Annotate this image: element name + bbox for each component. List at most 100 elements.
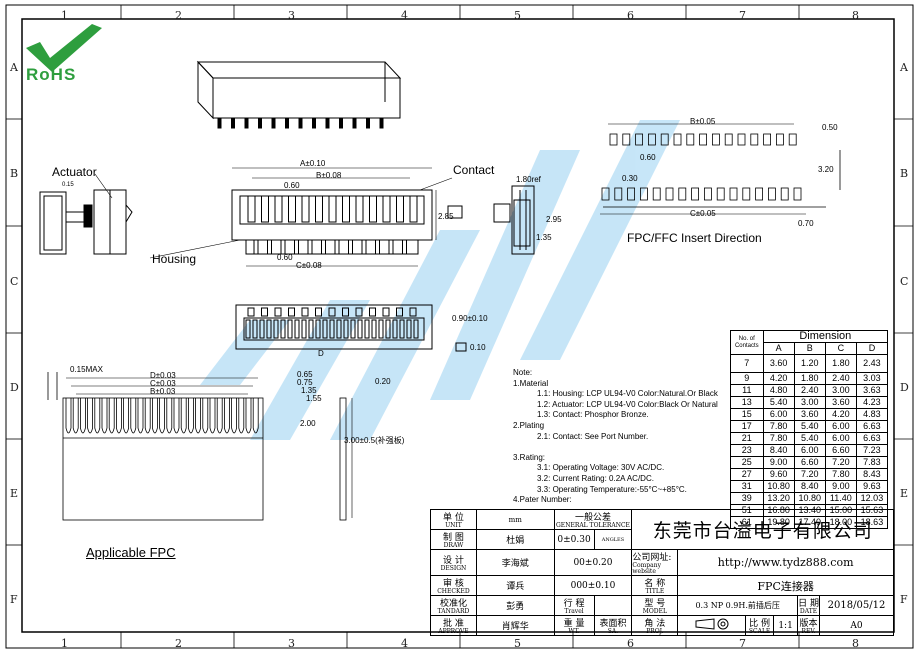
front-pin xyxy=(261,195,269,223)
bottom-pin-top xyxy=(288,307,295,317)
fpc-dim-c: C±0.05 xyxy=(690,209,716,218)
dim-value: 7.83 xyxy=(855,456,889,469)
bottom-pin-top xyxy=(315,307,322,317)
dim-value: 5.40 xyxy=(793,432,826,445)
fpc-pad-top xyxy=(660,133,669,146)
approve-value: 肖辉华 xyxy=(475,615,555,636)
dim-value: 9.60 xyxy=(762,468,795,481)
zone-row-B-left: B xyxy=(10,167,19,180)
bottom-pin xyxy=(357,319,363,339)
dim-value: 3.03 xyxy=(855,372,889,385)
fpc-finger xyxy=(245,398,252,434)
ap-dim-b: B±0.03 xyxy=(150,387,176,396)
note-line: 2.Plating xyxy=(513,420,545,430)
fpc-finger xyxy=(209,398,216,434)
bottom-pin-top xyxy=(261,307,268,317)
dim-value: 8.43 xyxy=(855,468,889,481)
fpc-pad-top xyxy=(622,133,631,146)
front-pin-lower xyxy=(402,239,407,255)
zone-col-5-bottom: 5 xyxy=(514,637,521,650)
fpc-pad-bottom xyxy=(640,187,648,201)
fpc-finger xyxy=(101,398,108,434)
bottom-pin-top xyxy=(382,307,390,317)
ap-dim-075: 0.75 xyxy=(297,378,313,387)
zone-col-4-top: 4 xyxy=(401,9,408,22)
bottom-pin xyxy=(336,319,342,339)
zone-col-7-bottom: 7 xyxy=(739,637,746,650)
dim-contacts: 27 xyxy=(730,468,764,481)
bottom-pin xyxy=(329,319,335,339)
dim-value: 4.20 xyxy=(824,408,857,421)
iso-pin xyxy=(258,117,262,129)
bottom-pin xyxy=(259,319,265,339)
title-value: FPC连接器 xyxy=(677,575,894,596)
dim-col-c: C xyxy=(824,342,857,355)
note-line: 3.Rating: xyxy=(513,452,546,462)
fpc-pad-top xyxy=(750,133,759,146)
dim-value: 4.23 xyxy=(855,396,889,409)
dim-value: 6.63 xyxy=(855,420,889,433)
fpc-pad-top xyxy=(763,133,771,146)
fpc-pad-top xyxy=(648,133,656,146)
watermark xyxy=(200,120,680,440)
draw-value: 杜娟 xyxy=(475,529,555,550)
dim-value: 6.00 xyxy=(793,444,826,457)
applicable-fpc-view xyxy=(47,372,347,521)
bottom-pin-top xyxy=(342,307,349,317)
rohs-check-icon xyxy=(26,24,102,72)
dim-value: 3.00 xyxy=(824,384,857,397)
fpc-pad-bottom xyxy=(755,187,763,201)
dim-value: 1.80 xyxy=(824,354,857,373)
dim-value: 3.60 xyxy=(793,408,826,421)
fpc-pad-bottom xyxy=(716,187,725,201)
fpc-pad-top xyxy=(712,133,720,146)
dim-a: A±0.10 xyxy=(300,159,326,168)
front-pin-lower xyxy=(321,239,326,255)
dim-d: D xyxy=(318,349,324,358)
dim-contacts: 7 xyxy=(730,354,764,373)
fpc-pad-top xyxy=(673,133,682,146)
front-pin-lower xyxy=(348,239,353,255)
fpc-finger xyxy=(231,398,237,434)
applicable-fpc-label: Applicable FPC xyxy=(86,545,176,560)
zone-row-E-left: E xyxy=(10,487,19,500)
front-pin xyxy=(247,195,256,223)
zone-col-2-top: 2 xyxy=(175,9,182,22)
bottom-pin xyxy=(378,319,384,339)
fpc-pad-bottom xyxy=(627,187,635,201)
dim-value: 7.20 xyxy=(793,468,826,481)
dim-value: 6.60 xyxy=(793,456,826,469)
dim-value: 9.63 xyxy=(855,480,889,493)
bottom-pin xyxy=(392,319,398,339)
front-pin xyxy=(369,195,377,223)
fpc-pad-top xyxy=(699,133,707,146)
dim-value: 3.60 xyxy=(824,396,857,409)
bottom-pin-top xyxy=(369,307,376,317)
zone-row-C-right: C xyxy=(900,275,909,288)
dim-value: 1.80 xyxy=(793,372,826,385)
fpc-pad-top xyxy=(609,133,618,146)
dim-flatness: 0.10 xyxy=(470,343,486,352)
bottom-pin-top xyxy=(355,307,363,317)
note-line: 2.1: Contact: See Port Number. xyxy=(537,431,649,441)
bottom-pin-top xyxy=(396,307,403,317)
design-value: 李海斌 xyxy=(475,549,555,576)
note-line: 1.Material xyxy=(513,378,549,388)
fpc-dim-050: 0.50 xyxy=(822,123,838,132)
dim-value: 1.20 xyxy=(793,354,826,373)
bottom-pin xyxy=(385,319,391,339)
dim-135: 1.35 xyxy=(536,233,552,242)
fpc-finger xyxy=(130,398,137,434)
dim-contacts: 13 xyxy=(730,396,764,409)
fpc-pad-bottom xyxy=(793,187,802,201)
dim-value: 13.20 xyxy=(762,492,795,505)
bottom-pin xyxy=(273,319,279,339)
dim-295: 2.95 xyxy=(546,215,562,224)
